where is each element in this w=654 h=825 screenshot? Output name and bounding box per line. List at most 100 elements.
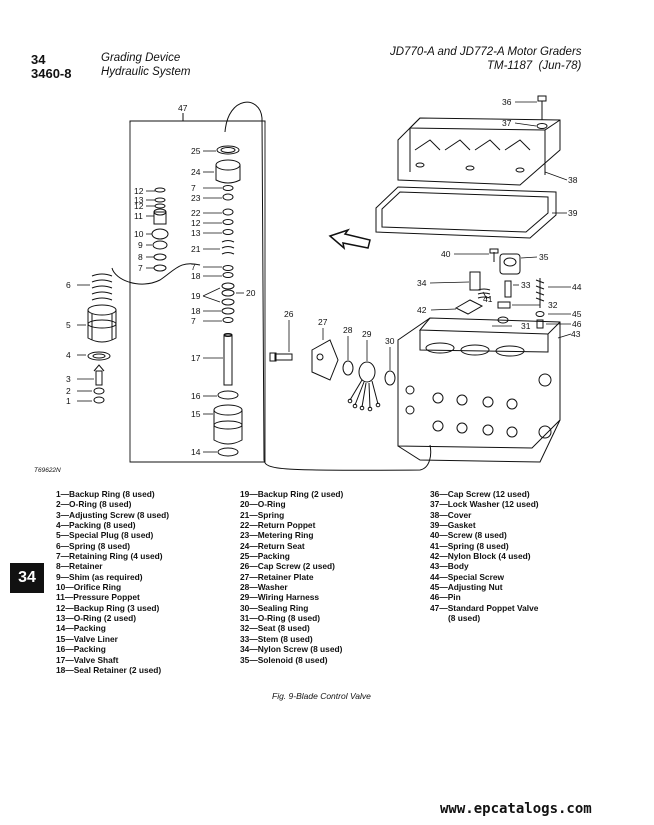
legend-item: 24—Return Seat (240, 540, 305, 551)
footer-url[interactable]: www.epcatalogs.com (440, 801, 592, 817)
callout-24: 24 (191, 167, 201, 177)
legend-item: 20—O-Ring (240, 499, 286, 510)
callout-11: 11 (134, 211, 143, 221)
section-code: 3460-8 (31, 66, 72, 81)
callout-28: 28 (343, 325, 353, 335)
legend-item: 4—Packing (8 used) (56, 520, 136, 531)
legend-item: 25—Packing (240, 551, 290, 562)
callout-25: 25 (191, 146, 201, 156)
callout-30: 30 (385, 336, 395, 346)
legend-item: 44—Special Screw (430, 571, 505, 582)
callout-22: 22 (191, 208, 201, 218)
legend-item: 9—Shim (as required) (56, 571, 143, 582)
callout-10: 10 (134, 229, 144, 239)
legend-item: 8—Retainer (56, 561, 103, 572)
drawing-code: T69622N (34, 467, 61, 474)
model-title: JD770-A and JD772-A Motor Graders (390, 46, 582, 58)
callout-4: 4 (66, 350, 71, 360)
callout-31: 31 (521, 321, 531, 331)
callout-46: 46 (572, 319, 582, 329)
legend-item: 14—Packing (56, 623, 106, 634)
callout-14: 14 (191, 447, 201, 457)
callout-42: 42 (417, 305, 427, 315)
legend-item: 23—Metering Ring (240, 530, 314, 541)
callout-12c: 12 (191, 218, 201, 228)
legend-item: 2—O-Ring (8 used) (56, 499, 132, 510)
blade-control-valve-diagram: 1 2 3 4 5 6 7 8 9 10 11 12 13 12 14 15 1… (66, 95, 582, 471)
callout-44: 44 (572, 282, 582, 292)
legend-item: 12—Backup Ring (3 used) (56, 602, 160, 613)
legend-item: 42—Nylon Block (4 used) (430, 551, 531, 562)
callout-20: 20 (246, 288, 256, 298)
callout-13: 13 (134, 195, 144, 205)
manual-ref: TM-1187 (Jun-78) (487, 60, 582, 72)
callout-29: 29 (362, 329, 372, 339)
section-title: Grading Device (101, 52, 181, 64)
legend-item: 19—Backup Ring (2 used) (240, 489, 344, 499)
legend-item: 11—Pressure Poppet (56, 592, 140, 603)
legend-item: 7—Retaining Ring (4 used) (56, 551, 163, 562)
legend-item: 45—Adjusting Nut (430, 582, 503, 593)
callout-45: 45 (572, 309, 582, 319)
legend-item: 1—Backup Ring (8 used) (56, 489, 155, 499)
legend-item: 31—O-Ring (8 used) (240, 613, 321, 624)
callout-12: 12 (134, 186, 144, 196)
callout-7b: 7 (191, 183, 196, 193)
callout-40: 40 (441, 249, 451, 259)
callout-7: 7 (138, 263, 143, 273)
section-tab: 34 (10, 563, 44, 593)
callout-35: 35 (539, 252, 549, 262)
callout-39: 39 (568, 208, 578, 218)
callout-6: 6 (66, 280, 71, 290)
legend-item: 37—Lock Washer (12 used) (430, 499, 539, 510)
callout-41: 41 (483, 294, 493, 304)
callout-27: 27 (318, 317, 328, 327)
callout-26: 26 (284, 309, 294, 319)
callout-7c: 7 (191, 262, 196, 272)
callout-9: 9 (138, 240, 143, 250)
callout-43: 43 (571, 329, 581, 339)
legend-column-1: 1—Backup Ring (8 used) 2—O-Ring (8 used)… (56, 489, 169, 675)
callout-2: 2 (66, 386, 71, 396)
legend-item: 21—Spring (240, 509, 285, 520)
callout-32: 32 (548, 300, 558, 310)
legend-item: 36—Cap Screw (12 used) (430, 489, 530, 499)
callout-21: 21 (191, 244, 201, 254)
callout-8: 8 (138, 252, 143, 262)
legend-item: 43—Body (430, 561, 469, 572)
legend-item: 35—Solenoid (8 used) (240, 654, 328, 665)
callout-3: 3 (66, 374, 71, 384)
legend-column-2: 19—Backup Ring (2 used) 20—O-Ring 21—Spr… (240, 489, 343, 665)
callout-47: 47 (178, 103, 188, 113)
legend-item: 5—Special Plug (8 used) (56, 530, 154, 541)
subsection-title: Hydraulic System (101, 66, 191, 78)
legend-item: 30—Sealing Ring (240, 602, 309, 613)
legend-item: (8 used) (448, 613, 481, 624)
legend-item: 15—Valve Liner (56, 633, 118, 644)
legend-item: 29—Wiring Harness (240, 592, 320, 603)
legend-item: 10—Orifice Ring (56, 582, 122, 593)
callout-7d: 7 (191, 316, 196, 326)
callout-36: 36 (502, 97, 512, 107)
legend-item: 41—Spring (8 used) (430, 540, 509, 551)
callout-23: 23 (191, 193, 201, 203)
legend-item: 6—Spring (8 used) (56, 540, 130, 551)
legend-item: 3—Adjusting Screw (8 used) (56, 509, 170, 520)
legend-item: 17—Valve Shaft (56, 654, 119, 665)
callout-13b: 13 (191, 228, 201, 238)
legend-item: 26—Cap Screw (2 used) (240, 561, 335, 572)
legend-item: 34—Nylon Screw (8 used) (240, 644, 343, 655)
callout-5: 5 (66, 320, 71, 330)
legend-item: 13—O-Ring (2 used) (56, 613, 137, 624)
callout-12b: 12 (134, 201, 144, 211)
page-number: 34 (31, 52, 46, 67)
legend-item: 32—Seat (8 used) (240, 623, 310, 634)
callout-16: 16 (191, 391, 201, 401)
legend-column-3: 36—Cap Screw (12 used) 37—Lock Washer (1… (430, 489, 539, 623)
legend-item: 16—Packing (56, 644, 106, 655)
legend-item: 22—Return Poppet (240, 520, 316, 531)
legend-item: 38—Cover (430, 509, 472, 520)
callout-38: 38 (568, 175, 578, 185)
legend-item: 40—Screw (8 used) (430, 530, 507, 541)
legend-item: 46—Pin (430, 592, 461, 603)
